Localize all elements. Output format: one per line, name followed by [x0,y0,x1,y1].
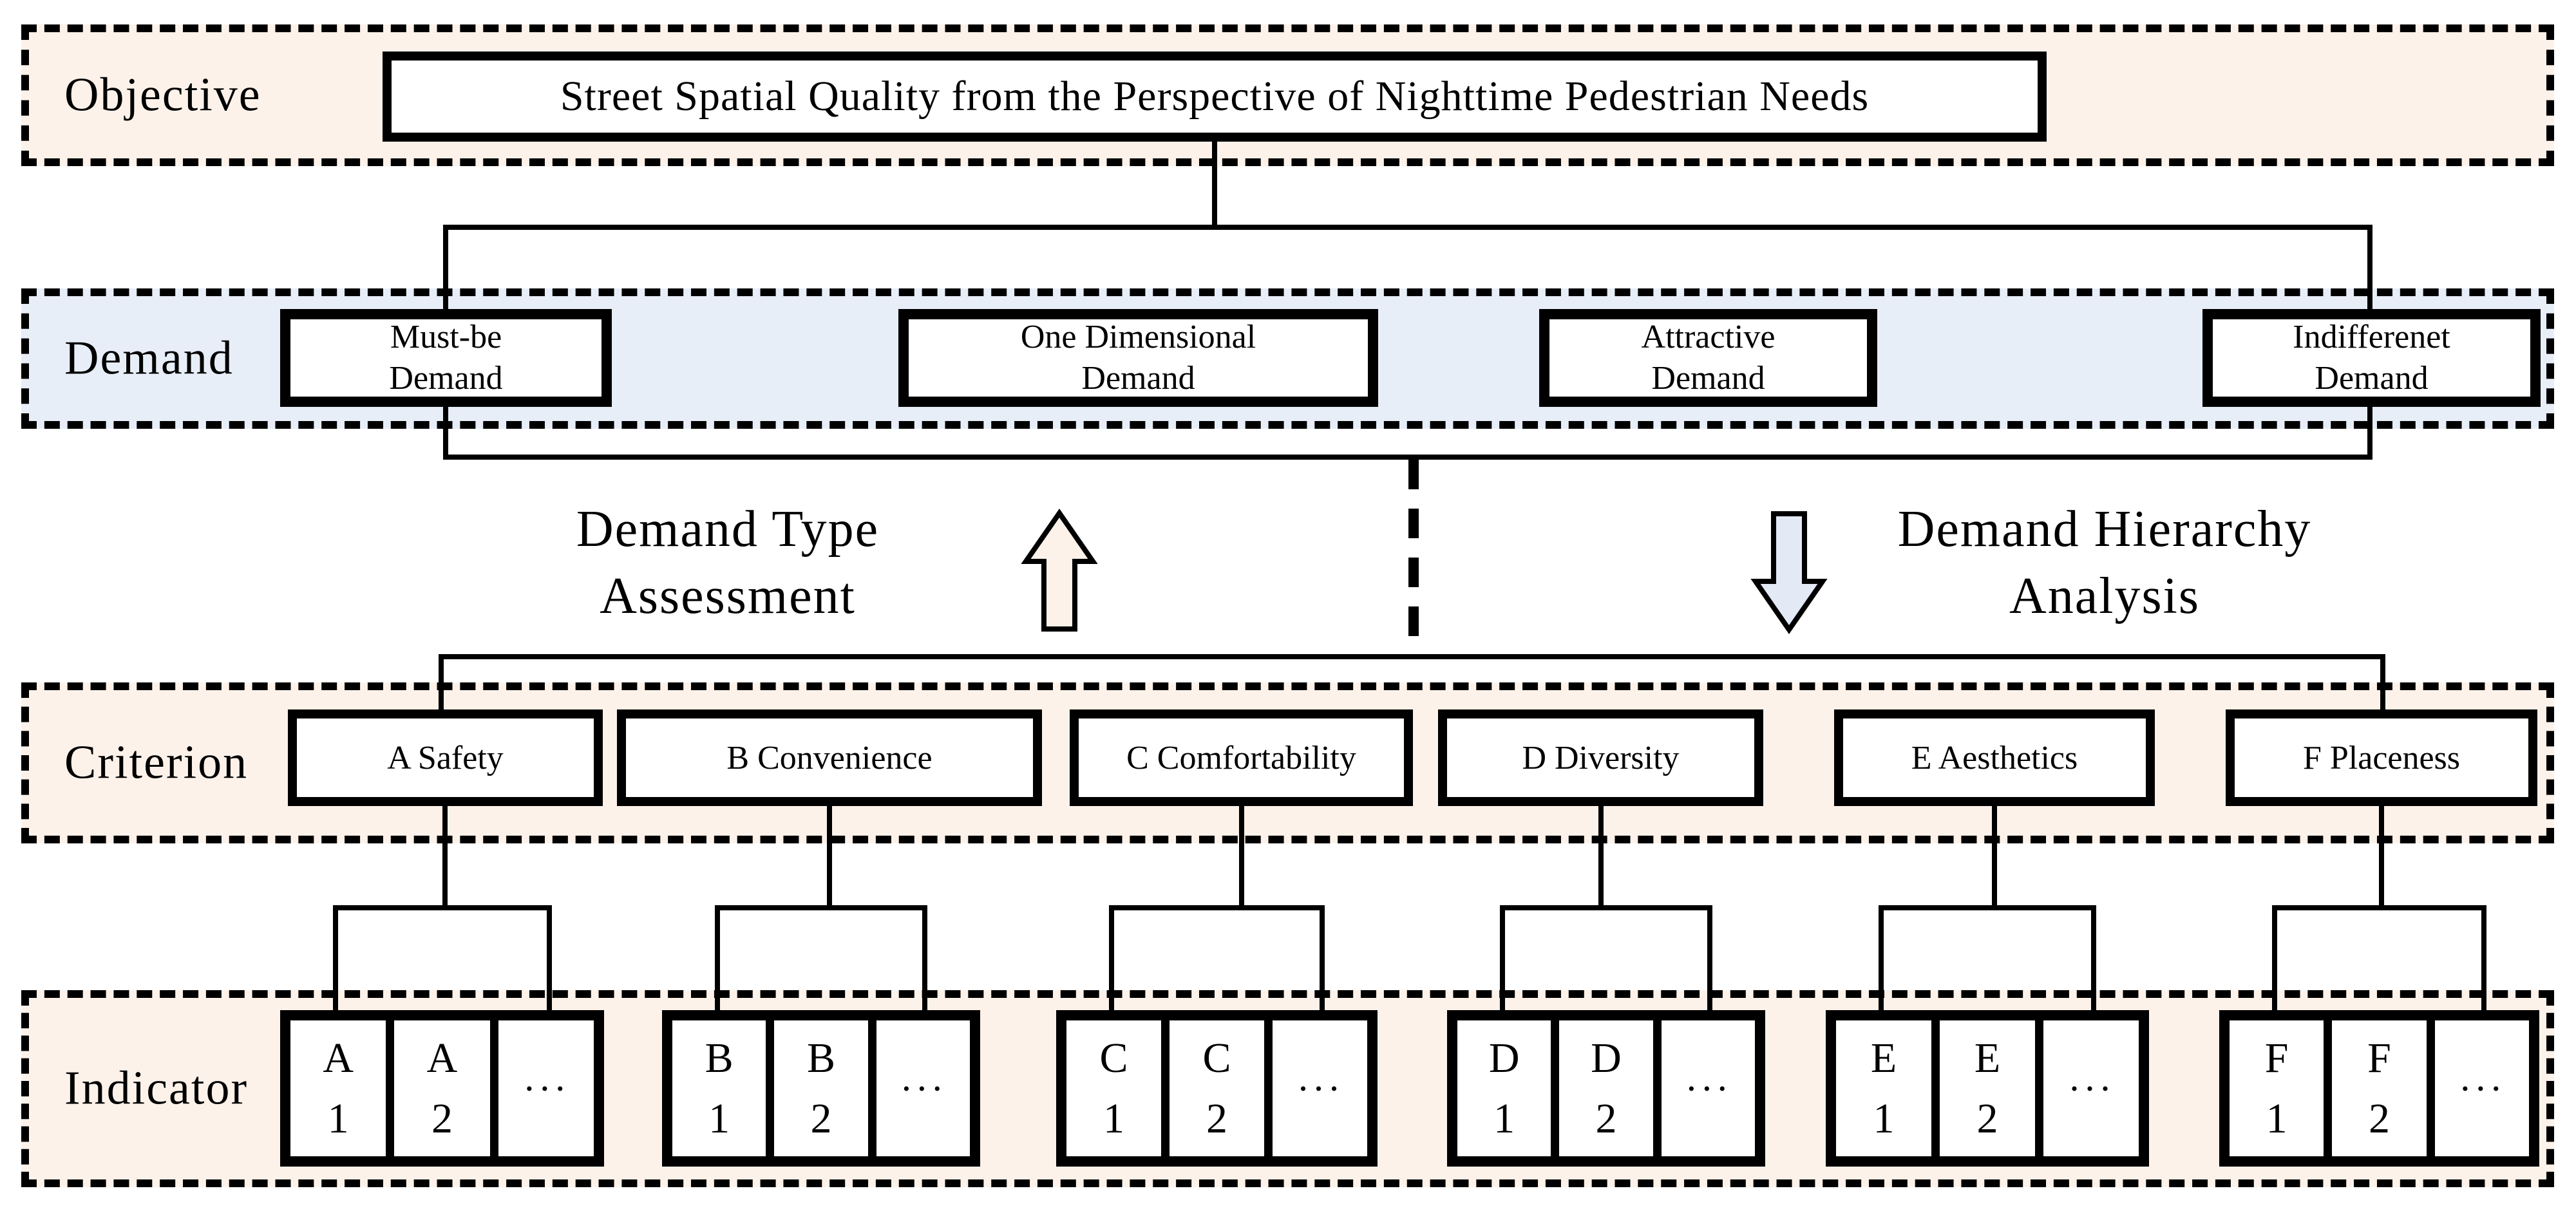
indicator-group-b: B 1 B 2 ··· [662,1010,980,1167]
cell-number: 2 [1976,1094,1998,1142]
criterion-box-placeness: F Placeness [2226,709,2537,806]
objective-title-box: Street Spatial Quality from the Perspect… [383,52,2047,142]
demand-box-line2: Demand [1081,360,1195,397]
indicator-cell-b-more: ··· [876,1020,970,1156]
criterion-box-aesthetics: E Aesthetics [1834,709,2155,806]
block-arrow-up-icon [1021,508,1098,632]
cell-number: 1 [2266,1094,2287,1142]
criterion-band-label: Criterion [64,736,249,789]
criterion-box-label: A Safety [387,739,504,776]
indicator-cell-e-more: ··· [2043,1020,2139,1156]
demand-box-must-be: Must-be Demand [280,309,612,407]
cell-number: 2 [1595,1094,1617,1142]
demand-box-line1: Attractive [1641,319,1776,355]
cell-number: 2 [431,1094,453,1142]
cell-number: 1 [1873,1094,1895,1142]
demand-box-line2: Demand [389,360,503,397]
objective-title: Street Spatial Quality from the Perspect… [560,73,1870,120]
indicator-group-e: E 1 E 2 ··· [1826,1010,2149,1167]
cell-letter: D [1591,1034,1622,1082]
cell-letter: B [806,1034,835,1082]
cell-letter: C [1099,1034,1128,1082]
cell-letter: C [1202,1034,1231,1082]
annotation-line1: Demand Type [576,501,880,558]
demand-band-label: Demand [64,332,234,385]
indicator-cell-e1: E 1 [1836,1020,1931,1156]
cell-number: 1 [708,1094,730,1142]
demand-box-attractive: Attractive Demand [1539,309,1877,407]
indicator-cell-d-more: ··· [1661,1020,1755,1156]
criterion-box-label: F Placeness [2302,739,2461,776]
cell-letter: D [1488,1034,1520,1082]
demand-type-assessment-label: Demand Type Assessment [406,496,1050,630]
annotation-line1: Demand Hierarchy [1897,501,2312,558]
cell-letter: A [426,1034,458,1082]
indicator-cell-d2: D 2 [1559,1020,1653,1156]
block-arrow-down-icon [1750,511,1828,635]
cell-number: 2 [2368,1094,2390,1142]
cell-letter: F [2264,1034,2289,1082]
demand-box-line1: Indifferenet [2293,319,2450,355]
cell-number: 1 [327,1094,349,1142]
indicator-cell-a-more: ··· [498,1020,594,1156]
criterion-box-convenience: B Convenience [617,709,1042,806]
cell-number: 2 [1206,1094,1227,1142]
cell-number: 1 [1103,1094,1124,1142]
indicator-cell-f1: F 1 [2230,1020,2324,1156]
criterion-box-label: E Aesthetics [1911,739,2078,776]
demand-box-indifferent: Indifferenet Demand [2202,309,2541,407]
indicator-cell-c-more: ··· [1273,1020,1367,1156]
demand-box-line2: Demand [1651,360,1765,397]
objective-band-label: Objective [64,68,261,122]
demand-hierarchy-analysis-label: Demand Hierarchy Analysis [1783,496,2427,630]
annotation-line2: Assessment [600,568,856,624]
cell-number: 2 [810,1094,832,1142]
cell-letter: A [323,1034,354,1082]
criterion-box-label: B Convenience [726,739,933,776]
indicator-cell-b2: B 2 [774,1020,868,1156]
indicator-group-a: A 1 A 2 ··· [280,1010,604,1167]
cell-letter: E [1974,1034,2001,1082]
indicator-cell-f2: F 2 [2332,1020,2427,1156]
criterion-box-label: C Comfortability [1126,739,1356,776]
demand-box-line1: Must-be [390,319,502,355]
criterion-box-safety: A Safety [288,709,603,806]
indicator-cell-f-more: ··· [2434,1020,2529,1156]
indicator-cell-b1: B 1 [672,1020,766,1156]
indicator-group-d: D 1 D 2 ··· [1447,1010,1765,1167]
cell-letter: E [1870,1034,1897,1082]
cell-letter: F [2367,1034,2391,1082]
indicator-group-f: F 1 F 2 ··· [2219,1010,2539,1167]
criterion-box-diversity: D Diversity [1438,709,1763,806]
indicator-cell-e2: E 2 [1940,1020,2035,1156]
indicator-cell-a1: A 1 [290,1020,386,1156]
indicator-cell-c2: C 2 [1170,1020,1264,1156]
annotation-line2: Analysis [2009,568,2200,624]
demand-box-one-dimensional: One Dimensional Demand [898,309,1378,407]
indicator-group-c: C 1 C 2 ··· [1056,1010,1378,1167]
demand-box-line1: One Dimensional [1020,319,1256,355]
indicator-cell-d1: D 1 [1457,1020,1551,1156]
cell-letter: B [705,1034,734,1082]
indicator-cell-c1: C 1 [1066,1020,1161,1156]
criterion-box-label: D Diversity [1522,739,1680,776]
demand-box-line2: Demand [2315,360,2429,397]
indicator-band-label: Indicator [64,1062,249,1115]
cell-number: 1 [1493,1094,1515,1142]
indicator-cell-a2: A 2 [394,1020,490,1156]
criterion-box-comfortability: C Comfortability [1070,709,1413,806]
